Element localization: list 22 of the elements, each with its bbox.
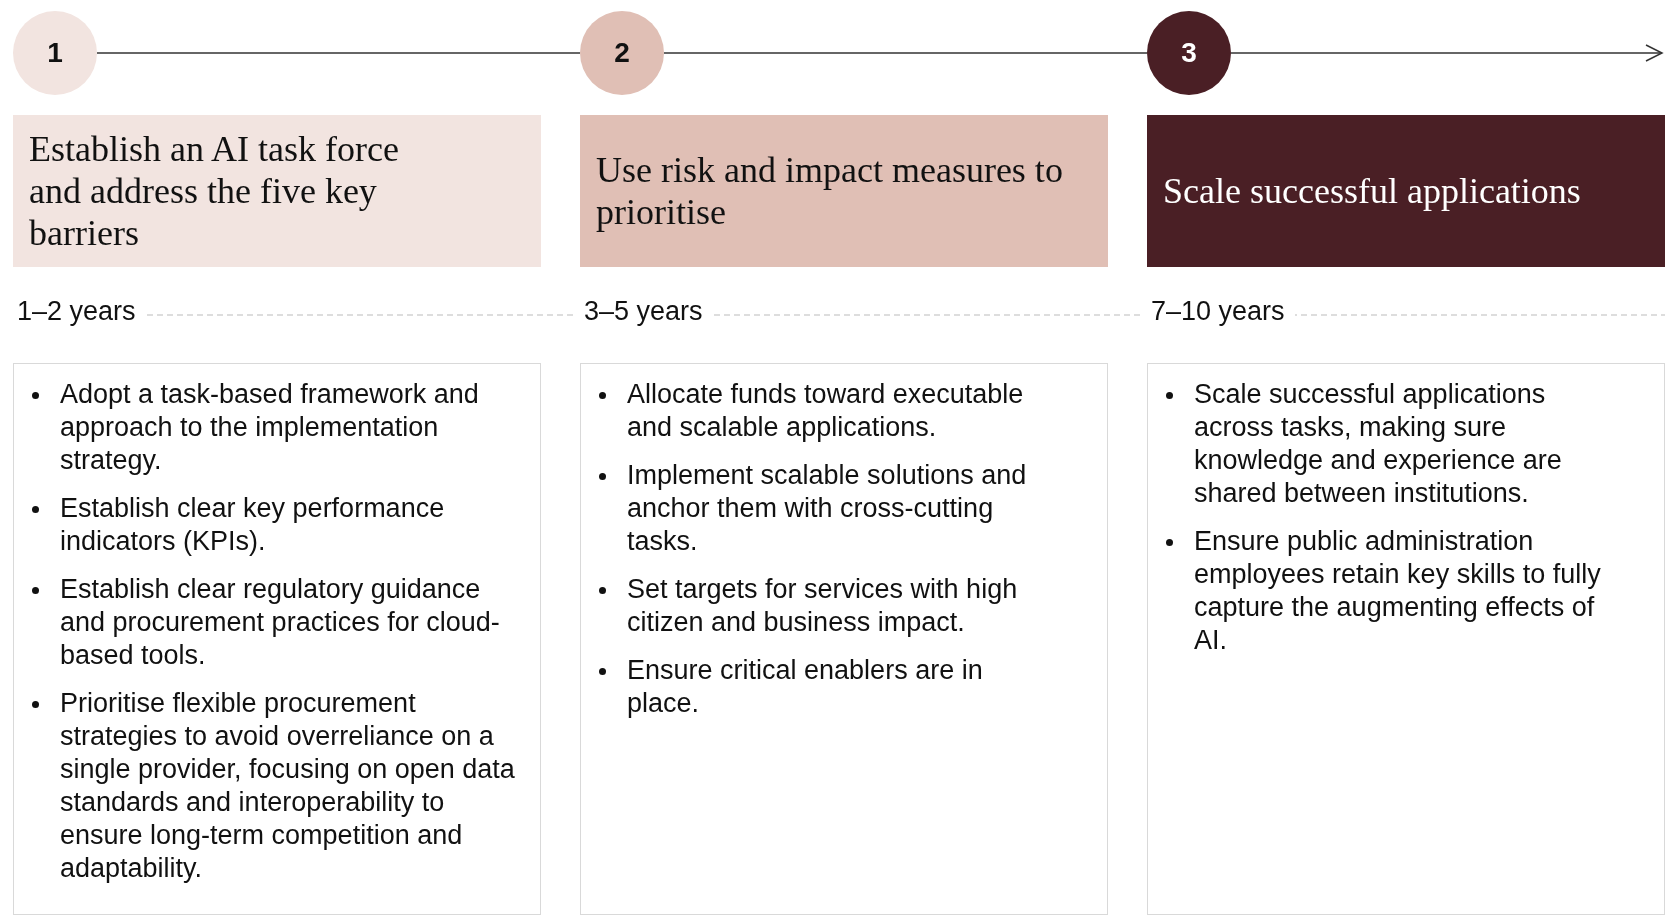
timeline-line (96, 52, 581, 54)
step-number-circle: 1 (13, 11, 97, 95)
bullet-text: Scale successful applications across tasks, making sure knowledge and experience are shared between institutions. (1194, 379, 1562, 508)
phase-heading: Establish an AI task force and address the five key barriers (13, 115, 541, 267)
bullet-text: Ensure public administration employees retain key skills to fully capture the augmenting effects of AI. (1194, 526, 1601, 655)
bullet-list-panel (13, 363, 541, 915)
bullet-list-panel (580, 363, 1108, 915)
timeline-line (663, 52, 1148, 54)
timeline-arrow (1230, 44, 1663, 62)
step-number-circle: 2 (580, 11, 664, 95)
bullet-text: Ensure critical enablers are in place. (627, 655, 983, 718)
bullet-list-panel (1147, 363, 1665, 915)
phase-heading: Use risk and impact measures to prioritise (580, 115, 1108, 267)
bullet-text: Prioritise flexible procurement strategies to avoid overreliance on a single provider, focusing on open data standards and interoperability to ensure long-term competition and adaptability. (60, 688, 515, 883)
bullet-text: Allocate funds toward executable and scalable applications. (627, 379, 1024, 442)
phase-heading: Scale successful applications (1147, 115, 1665, 267)
bullet-text: Establish clear key performance indicators (KPIs). (60, 493, 445, 556)
bullet-text: Set targets for services with high citizen and business impact. (627, 574, 1018, 637)
step-number-circle: 3 (1147, 11, 1231, 95)
bullet-text: Adopt a task-based framework and approach to the implementation strategy. (60, 379, 479, 475)
bullet-text: Establish clear regulatory guidance and procurement practices for cloud-based tools. (60, 574, 500, 670)
bullet-text: Implement scalable solutions and anchor them with cross-cutting tasks. (627, 460, 1027, 556)
